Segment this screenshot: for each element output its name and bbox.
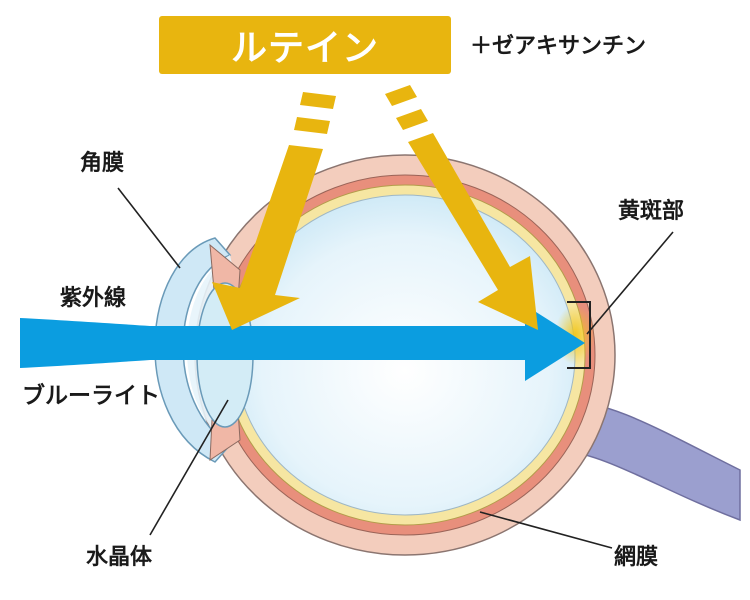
cornea-label: 角膜 — [80, 151, 125, 176]
optic-nerve — [559, 399, 741, 522]
leader-retina — [479, 511, 613, 549]
blue-light-arrow — [20, 305, 585, 381]
leader-cornea — [117, 187, 181, 269]
macula-bracket — [567, 301, 591, 369]
lens-label: 水晶体 — [86, 545, 153, 570]
macula-label: 黄斑部 — [618, 199, 685, 224]
leader-lens — [149, 399, 229, 536]
lutein-arrow-right — [385, 85, 538, 330]
blue-light-label: ブルーライト — [22, 383, 160, 409]
cornea-shape — [154, 237, 232, 463]
lutein-arrow-left — [212, 92, 336, 330]
leader-macula — [586, 231, 674, 335]
retina-label: 網膜 — [614, 545, 659, 570]
lutein-banner: ルテイン — [159, 16, 451, 74]
lutein-banner-text: ルテイン — [230, 28, 379, 69]
zeaxanthin-label: ＋ゼアキサンチン — [470, 34, 647, 59]
uv-label: 紫外線 — [60, 286, 127, 311]
